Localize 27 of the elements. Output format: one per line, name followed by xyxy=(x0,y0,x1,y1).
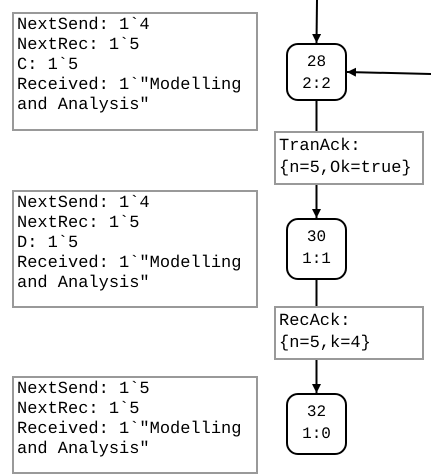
state-label: 28 xyxy=(306,52,328,73)
marking-box xyxy=(12,376,258,474)
edge-label: TranAck: {n=5,Ok=true} xyxy=(274,131,424,185)
marking-box xyxy=(12,190,258,308)
marking-line: NextSend: 1`4 xyxy=(17,194,151,214)
marking-line: Received: 1`"Modelling and Analysis" xyxy=(17,76,242,116)
state-node xyxy=(286,218,347,280)
marking-box xyxy=(12,12,258,131)
marking-line: Received: 1`"Modelling and Analysis" xyxy=(17,420,242,460)
marking-line: C: 1`5 xyxy=(17,56,80,76)
marking-line: D: 1`5 xyxy=(17,234,80,254)
marking-line: NextSend: 1`4 xyxy=(17,16,151,36)
marking-line: NextRec: 1`5 xyxy=(17,400,140,420)
marking-line: NextRec: 1`5 xyxy=(17,214,140,234)
state-label: 1:1 xyxy=(301,249,332,270)
state-label: 1:0 xyxy=(301,424,332,445)
state-label: 32 xyxy=(306,402,328,423)
marking-line: NextSend: 1`5 xyxy=(17,380,151,400)
arrow xyxy=(312,0,322,44)
state-label: 30 xyxy=(306,227,328,248)
marking-line: NextRec: 1`5 xyxy=(17,36,140,56)
state-node xyxy=(286,43,347,101)
state-label: 2:2 xyxy=(301,74,332,95)
arrow xyxy=(346,68,431,77)
marking-line: Received: 1`"Modelling and Analysis" xyxy=(17,254,242,294)
state-node xyxy=(286,393,347,455)
edge-label: RecAck: {n=5,k=4} xyxy=(274,306,424,360)
